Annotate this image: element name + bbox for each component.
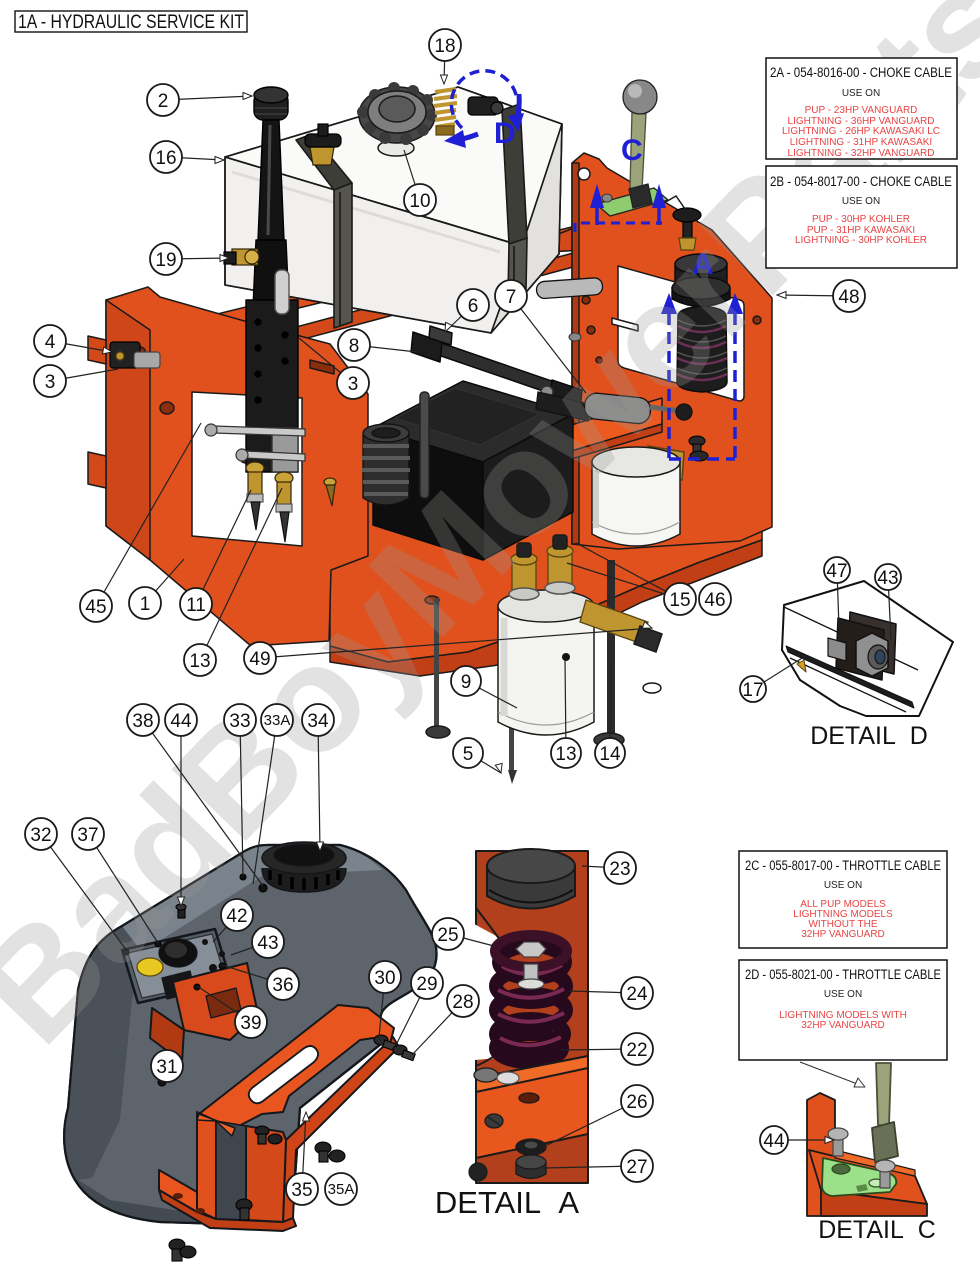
svg-text:3: 3 [348, 374, 359, 395]
svg-text:26: 26 [626, 1092, 647, 1113]
svg-text:13: 13 [555, 744, 576, 765]
svg-text:4: 4 [45, 332, 56, 353]
svg-text:35: 35 [291, 1180, 312, 1201]
svg-text:39: 39 [240, 1013, 261, 1034]
svg-text:LIGHTNING - 36HP VANGUARD: LIGHTNING - 36HP VANGUARD [788, 116, 935, 127]
svg-text:LIGHTNING - 30HP KOHLER: LIGHTNING - 30HP KOHLER [795, 235, 927, 246]
svg-text:46: 46 [704, 590, 725, 611]
svg-text:44: 44 [763, 1131, 785, 1152]
svg-text:2: 2 [158, 91, 169, 112]
svg-text:1: 1 [140, 594, 151, 615]
svg-text:10: 10 [409, 191, 430, 212]
svg-text:5: 5 [463, 744, 474, 765]
svg-text:48: 48 [838, 287, 859, 308]
svg-text:25: 25 [437, 925, 458, 946]
svg-text:37: 37 [77, 825, 98, 846]
svg-text:36: 36 [272, 975, 293, 996]
svg-text:15: 15 [669, 590, 690, 611]
svg-text:29: 29 [416, 974, 437, 995]
svg-text:44: 44 [170, 711, 192, 732]
svg-text:42: 42 [226, 906, 247, 927]
svg-text:USE ON: USE ON [842, 196, 880, 207]
svg-text:28: 28 [452, 992, 473, 1013]
svg-text:43: 43 [257, 933, 278, 954]
svg-text:1A - HYDRAULIC SERVICE KIT: 1A - HYDRAULIC SERVICE KIT [18, 12, 244, 33]
svg-text:USE ON: USE ON [842, 88, 880, 99]
svg-text:A: A [692, 248, 714, 281]
svg-text:27: 27 [626, 1157, 647, 1178]
svg-text:USE ON: USE ON [824, 989, 862, 1000]
svg-text:18: 18 [434, 36, 455, 57]
svg-text:DETAIL D: DETAIL D [810, 722, 928, 750]
svg-text:C: C [621, 134, 643, 167]
svg-text:30: 30 [374, 968, 395, 989]
svg-text:16: 16 [155, 148, 176, 169]
svg-text:32: 32 [30, 825, 51, 846]
svg-text:34: 34 [307, 711, 329, 732]
svg-text:LIGHTNING MODELS WITH: LIGHTNING MODELS WITH [779, 1010, 907, 1021]
svg-text:USE ON: USE ON [824, 880, 862, 891]
svg-text:2D - 055-8021-00 - THROTTLE CA: 2D - 055-8021-00 - THROTTLE CABLE [745, 967, 941, 982]
svg-text:8: 8 [349, 336, 360, 357]
svg-text:19: 19 [155, 250, 176, 271]
svg-text:14: 14 [599, 744, 621, 765]
svg-text:9: 9 [461, 672, 472, 693]
svg-text:38: 38 [132, 711, 153, 732]
svg-text:11: 11 [186, 595, 206, 616]
svg-text:47: 47 [826, 561, 847, 582]
svg-text:13: 13 [189, 651, 210, 672]
svg-text:45: 45 [85, 597, 106, 618]
svg-text:2C - 055-8017-00 - THROTTLE CA: 2C - 055-8017-00 - THROTTLE CABLE [745, 858, 941, 873]
svg-text:33: 33 [229, 711, 250, 732]
svg-text:LIGHTNING - 32HP VANGUARD: LIGHTNING - 32HP VANGUARD [788, 148, 935, 159]
svg-text:ALL PUP MODELS: ALL PUP MODELS [800, 899, 886, 910]
svg-text:2A - 054-8016-00 - CHOKE CABLE: 2A - 054-8016-00 - CHOKE CABLE [770, 65, 952, 80]
svg-text:2B - 054-8017-00 - CHOKE CABLE: 2B - 054-8017-00 - CHOKE CABLE [770, 174, 952, 189]
svg-text:32HP VANGUARD: 32HP VANGUARD [801, 929, 885, 940]
svg-text:22: 22 [626, 1040, 647, 1061]
svg-text:LIGHTNING - 31HP KAWASAKI: LIGHTNING - 31HP KAWASAKI [790, 137, 932, 148]
svg-text:WITHOUT THE: WITHOUT THE [808, 919, 877, 930]
svg-text:3: 3 [45, 372, 56, 393]
svg-text:D: D [494, 117, 516, 150]
svg-text:7: 7 [506, 287, 517, 308]
svg-text:33A: 33A [264, 712, 291, 729]
svg-text:PUP - 31HP KAWASAKI: PUP - 31HP KAWASAKI [807, 225, 915, 236]
svg-text:31: 31 [156, 1057, 177, 1078]
svg-text:32HP VANGUARD: 32HP VANGUARD [801, 1020, 885, 1031]
svg-text:6: 6 [468, 296, 479, 317]
svg-text:DETAIL A: DETAIL A [435, 1185, 579, 1220]
svg-text:35A: 35A [328, 1181, 355, 1198]
svg-text:17: 17 [742, 680, 763, 701]
svg-text:DETAIL C: DETAIL C [818, 1216, 936, 1244]
svg-text:23: 23 [609, 859, 630, 880]
svg-text:LIGHTNING - 26HP KAWASAKI LC: LIGHTNING - 26HP KAWASAKI LC [782, 126, 940, 137]
svg-text:24: 24 [626, 984, 648, 1005]
svg-text:LIGHTNING MODELS: LIGHTNING MODELS [793, 909, 893, 920]
svg-text:PUP - 23HP VANGUARD: PUP - 23HP VANGUARD [805, 105, 918, 116]
svg-text:PUP - 30HP KOHLER: PUP - 30HP KOHLER [812, 214, 910, 225]
svg-text:49: 49 [249, 649, 270, 670]
svg-text:43: 43 [877, 568, 898, 589]
